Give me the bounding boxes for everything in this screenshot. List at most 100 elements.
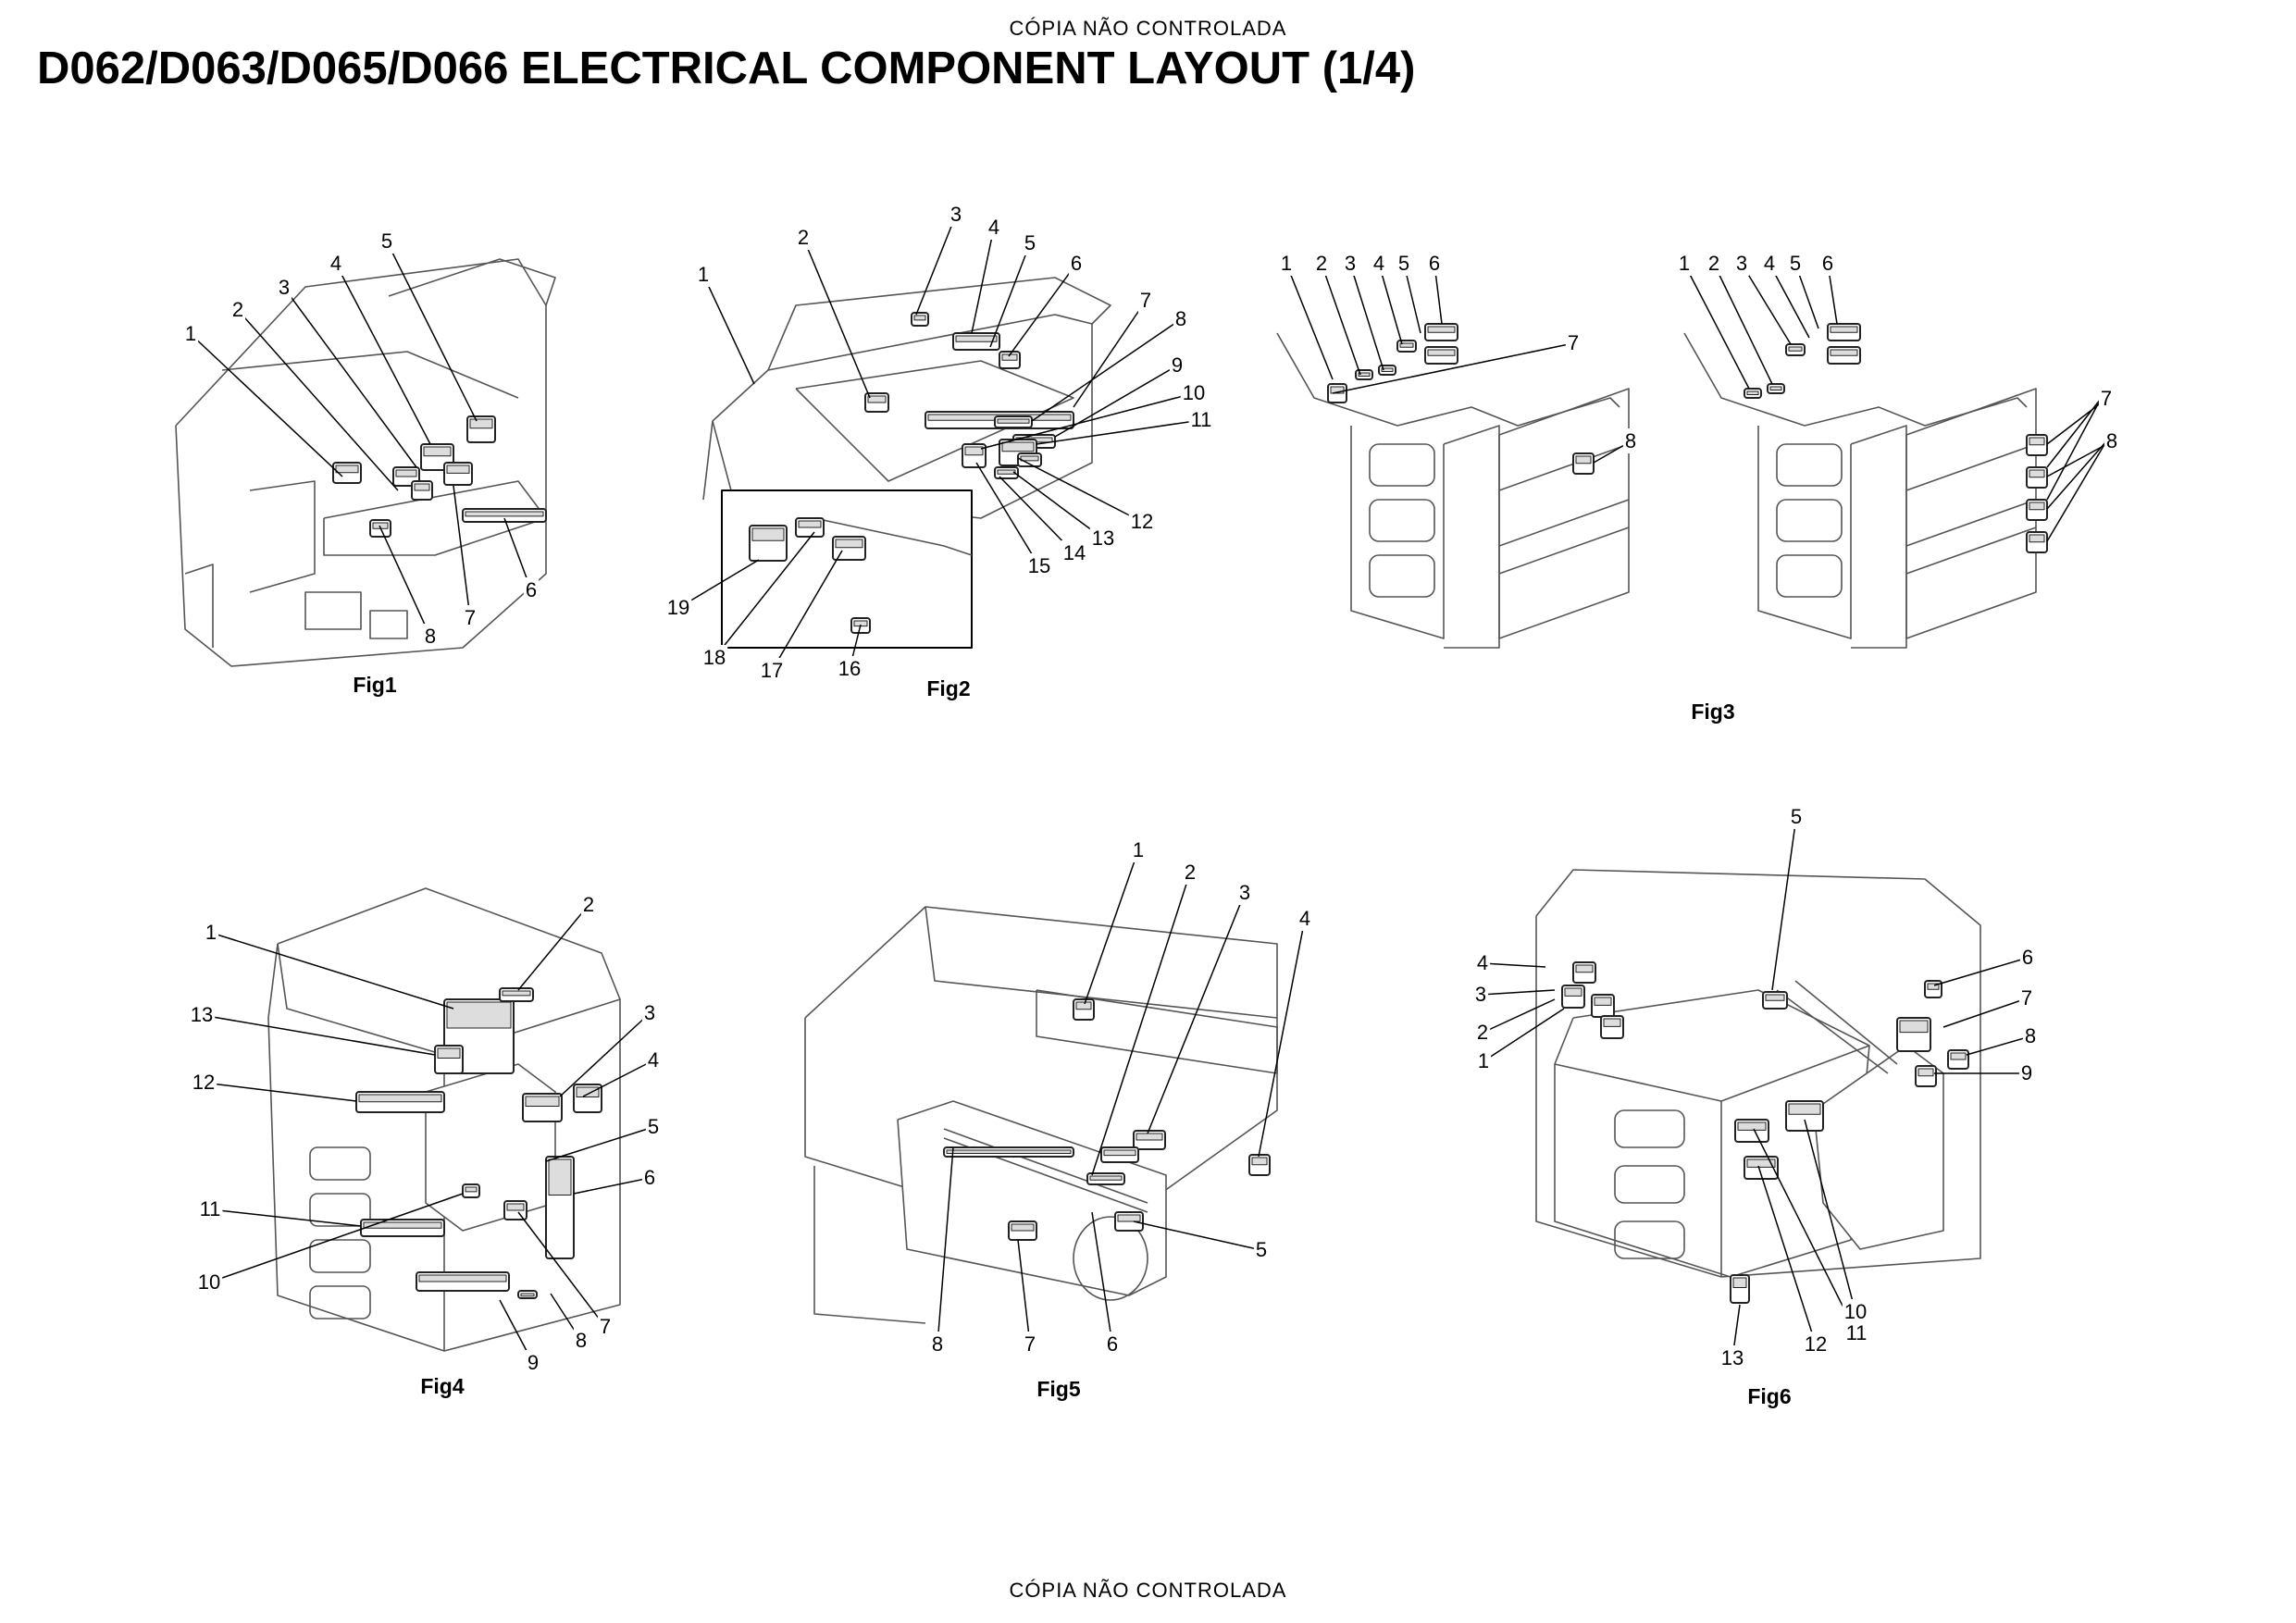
callout-halo bbox=[1169, 353, 1185, 378]
callout-number: 5 bbox=[1398, 252, 1409, 275]
callout-halo bbox=[1022, 1332, 1038, 1357]
leader-line bbox=[1771, 816, 1797, 991]
component-3 bbox=[411, 480, 433, 501]
component-24 bbox=[1327, 383, 1347, 403]
component-10 bbox=[911, 312, 929, 327]
leader-line bbox=[1753, 1128, 1857, 1334]
callout-halo bbox=[986, 215, 1002, 240]
callout-number: 6 bbox=[526, 578, 537, 601]
component-30 bbox=[1572, 452, 1595, 475]
component-55 bbox=[1248, 1154, 1271, 1176]
callout-number: 6 bbox=[1107, 1332, 1118, 1356]
callout-number: 7 bbox=[465, 606, 476, 629]
callout-number: 19 bbox=[667, 596, 689, 619]
callout-halo bbox=[1622, 428, 1639, 453]
callout-halo bbox=[664, 595, 692, 620]
callout-number: 17 bbox=[761, 659, 783, 682]
callout-number: 1 bbox=[1133, 838, 1144, 861]
leader-line bbox=[283, 287, 417, 468]
callout-halo bbox=[523, 577, 540, 602]
leader-line bbox=[980, 392, 1195, 450]
callout-halo bbox=[1068, 251, 1085, 276]
component-52 bbox=[1073, 998, 1095, 1021]
callout-number: 8 bbox=[425, 625, 436, 648]
callout-halo bbox=[1188, 407, 1214, 432]
component-51 bbox=[434, 1045, 464, 1074]
callout-number: 9 bbox=[1172, 353, 1183, 377]
figure-caption-1: Fig1 bbox=[353, 673, 396, 697]
leader-line bbox=[190, 333, 343, 477]
callout-number: 2 bbox=[1708, 252, 1719, 275]
leader-line bbox=[1480, 989, 1556, 996]
component-27 bbox=[1396, 340, 1417, 353]
component-35 bbox=[1827, 346, 1861, 365]
callout-halo bbox=[929, 1332, 946, 1357]
component-59 bbox=[943, 1146, 1074, 1158]
component-25 bbox=[1355, 369, 1373, 380]
callout-halo bbox=[1475, 1048, 1492, 1073]
component-18 bbox=[1017, 452, 1042, 467]
callout-halo bbox=[1025, 553, 1053, 578]
fig1-machine-outline bbox=[175, 258, 556, 667]
callout-number: 2 bbox=[1477, 1021, 1488, 1044]
callout-halo bbox=[2019, 945, 2036, 970]
callout-number: 4 bbox=[1373, 252, 1384, 275]
leader-line bbox=[677, 559, 760, 609]
callout-halo bbox=[695, 262, 712, 287]
callout-number: 7 bbox=[1024, 1332, 1036, 1356]
component-32 bbox=[1767, 383, 1785, 394]
callout-halo bbox=[203, 920, 219, 945]
fig5-fusing-unit-outline bbox=[804, 906, 1278, 1324]
leader-line bbox=[201, 1014, 436, 1056]
callout-halo bbox=[1676, 251, 1693, 276]
component-71 bbox=[1744, 1156, 1779, 1180]
callout-halo bbox=[2018, 1060, 2035, 1085]
component-11 bbox=[952, 332, 1000, 351]
watermark-top: CÓPIA NÃO CONTROLADA bbox=[1009, 17, 1287, 40]
component-42 bbox=[522, 1093, 563, 1122]
component-12 bbox=[999, 351, 1021, 369]
callout-number: 5 bbox=[381, 229, 392, 253]
callout-number: 6 bbox=[644, 1166, 655, 1189]
component-31 bbox=[1744, 388, 1762, 399]
callout-halo bbox=[1842, 1299, 1869, 1324]
component-61 bbox=[1561, 985, 1585, 1009]
component-63 bbox=[1600, 1015, 1624, 1039]
callout-number: 7 bbox=[1568, 331, 1579, 354]
callout-number: 12 bbox=[1131, 510, 1153, 533]
leader-line bbox=[1757, 1165, 1817, 1345]
callout-halo bbox=[1371, 251, 1387, 276]
callout-halo bbox=[1182, 860, 1198, 885]
leader-line bbox=[1483, 1008, 1565, 1062]
callout-halo bbox=[1061, 540, 1088, 565]
callout-halo bbox=[1236, 880, 1253, 905]
callout-number: 4 bbox=[988, 216, 999, 239]
component-20 bbox=[749, 525, 788, 562]
callout-number: 13 bbox=[1721, 1346, 1744, 1369]
callout-halo bbox=[2018, 985, 2035, 1010]
leader-line bbox=[545, 1126, 654, 1162]
component-22 bbox=[832, 536, 866, 561]
leader-line bbox=[1741, 263, 1792, 345]
callout-number: 3 bbox=[1736, 252, 1747, 275]
callout-halo bbox=[1843, 1320, 1869, 1345]
callout-number: 7 bbox=[2101, 387, 2112, 410]
leader-line bbox=[1966, 1035, 2031, 1056]
component-69 bbox=[1785, 1100, 1824, 1132]
callout-halo bbox=[276, 275, 292, 300]
leader-line bbox=[1012, 471, 1104, 539]
leader-line bbox=[1349, 263, 1384, 371]
leader-line bbox=[203, 1082, 357, 1102]
callout-number: 2 bbox=[798, 226, 809, 249]
callout-halo bbox=[1474, 950, 1491, 975]
figure-caption-3: Fig3 bbox=[1691, 700, 1734, 724]
callout-halo bbox=[597, 1314, 614, 1339]
callout-number: 1 bbox=[185, 322, 196, 345]
callout-halo bbox=[1472, 982, 1489, 1007]
component-39 bbox=[2026, 531, 2048, 553]
component-48 bbox=[416, 1271, 510, 1292]
leader-line bbox=[975, 462, 1040, 567]
callout-number: 2 bbox=[1185, 861, 1196, 884]
component-45 bbox=[462, 1183, 480, 1198]
